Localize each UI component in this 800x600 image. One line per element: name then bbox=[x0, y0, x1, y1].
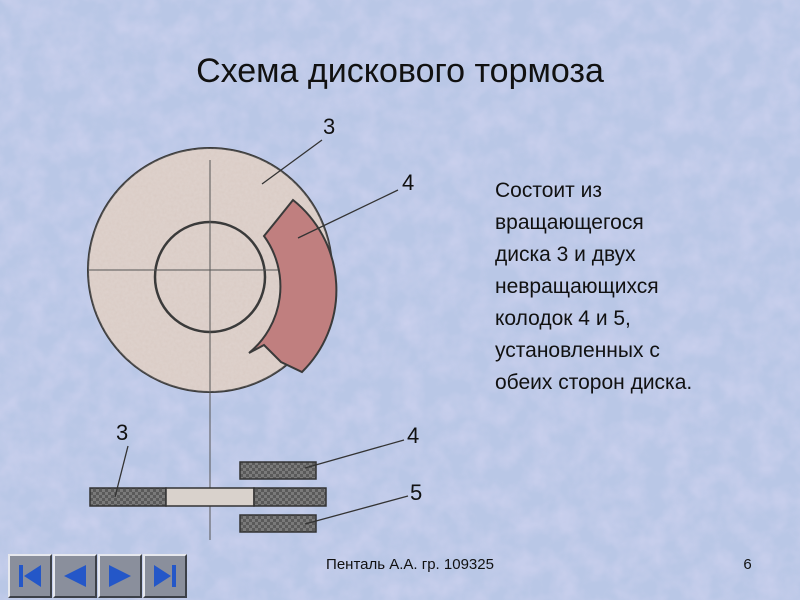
brake-pad-front bbox=[248, 198, 338, 374]
description-line: вращающегося bbox=[495, 211, 644, 234]
callout-4-top: 4 bbox=[402, 170, 414, 195]
next-icon bbox=[109, 565, 131, 587]
first-icon bbox=[19, 565, 41, 587]
footer-author: Пенталь А.А. гр. 109325 bbox=[326, 556, 494, 573]
slide-navigation bbox=[8, 554, 187, 600]
slide-title: Схема дискового тормоза bbox=[196, 52, 604, 90]
disc-side-view bbox=[89, 400, 327, 540]
callout-3-top: 3 bbox=[323, 114, 335, 139]
next-slide-button[interactable] bbox=[98, 554, 142, 598]
disc-section-middle bbox=[165, 487, 255, 507]
disc-section-right bbox=[253, 487, 327, 507]
disc-section-left bbox=[89, 487, 167, 507]
callout-5-side: 5 bbox=[410, 480, 422, 505]
disc-front-view bbox=[87, 147, 338, 420]
callout-3-side: 3 bbox=[116, 420, 128, 445]
previous-icon bbox=[64, 565, 86, 587]
description-line: Состоит из bbox=[495, 179, 602, 202]
description-line: установленных с bbox=[495, 339, 660, 362]
last-icon bbox=[154, 565, 176, 587]
callout-4-side: 4 bbox=[407, 423, 419, 448]
description-line: обеих сторон диска. bbox=[495, 371, 693, 394]
first-slide-button[interactable] bbox=[8, 554, 52, 598]
previous-slide-button[interactable] bbox=[53, 554, 97, 598]
description-line: диска 3 и двух bbox=[495, 243, 636, 266]
brake-pad-lower bbox=[239, 514, 317, 533]
leader-lines bbox=[114, 139, 409, 525]
description-text: Состоит из вращающегося диска 3 и двух н… bbox=[495, 175, 785, 399]
last-slide-button[interactable] bbox=[143, 554, 187, 598]
description-line: невращающихся bbox=[495, 275, 659, 298]
brake-pad-upper bbox=[239, 461, 317, 480]
page-number: 6 bbox=[743, 556, 752, 573]
description-line: колодок 4 и 5, bbox=[495, 307, 631, 330]
